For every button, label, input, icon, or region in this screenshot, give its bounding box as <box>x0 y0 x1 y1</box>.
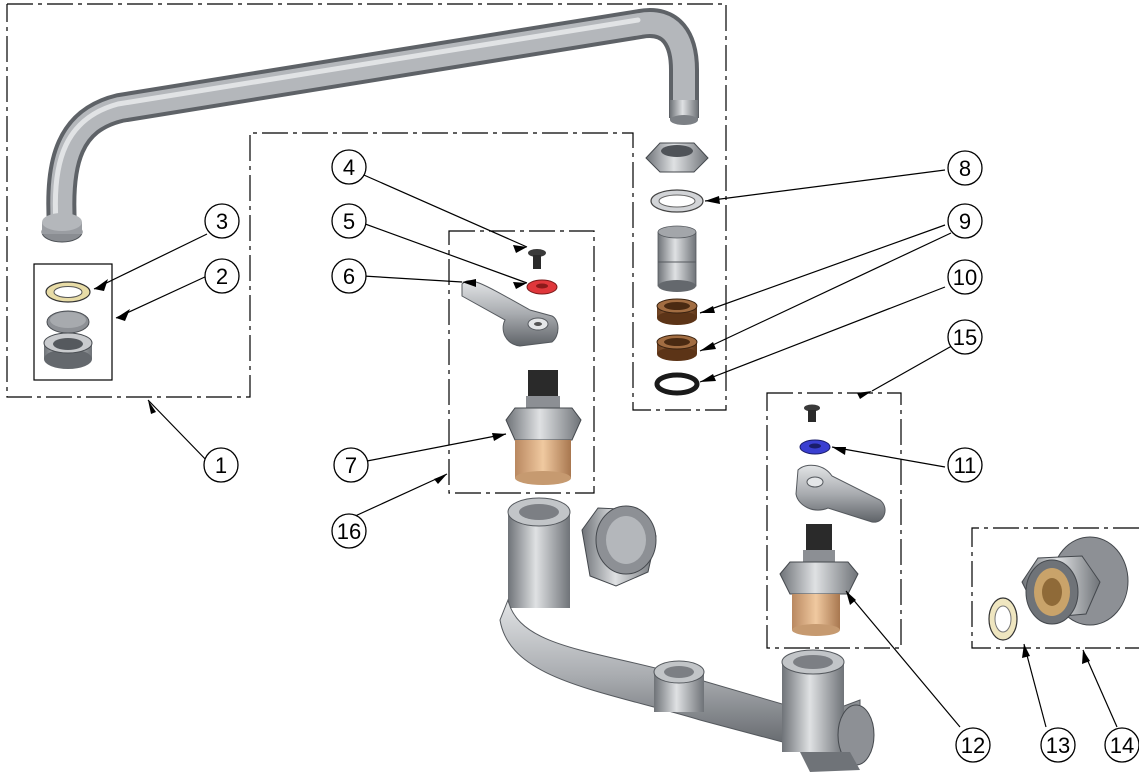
faucet-body <box>499 497 875 772</box>
callout-circle <box>947 259 983 295</box>
callout-circle <box>947 150 983 186</box>
callout-8: 8 <box>947 150 983 186</box>
callout-circle <box>204 203 240 239</box>
callout-circle <box>331 258 367 294</box>
callout-label: 2 <box>216 264 228 289</box>
callout-circle <box>331 149 367 185</box>
right-handle-assembly <box>779 404 886 636</box>
callout-9: 9 <box>947 203 983 239</box>
callout-circle <box>1104 727 1139 763</box>
callout-label: 3 <box>216 209 228 234</box>
callout-7: 7 <box>333 447 369 483</box>
callout-4: 4 <box>331 149 367 185</box>
callout-circle <box>947 319 983 355</box>
callout-1: 1 <box>203 447 239 483</box>
group-box-2 <box>33 263 113 381</box>
callout-label: 10 <box>953 265 977 290</box>
group-box-14 <box>971 527 1139 649</box>
spout <box>41 8 699 243</box>
callout-label: 1 <box>215 453 227 478</box>
callout-label: 13 <box>1046 733 1070 758</box>
callout-label: 8 <box>959 156 971 181</box>
callout-circle <box>333 447 369 483</box>
callout-6: 6 <box>331 258 367 294</box>
leader-lines <box>93 169 1118 728</box>
callout-circle <box>955 727 991 763</box>
callout-label: 14 <box>1110 733 1134 758</box>
callout-15: 15 <box>947 319 983 355</box>
callout-5: 5 <box>331 203 367 239</box>
callout-circle <box>204 258 240 294</box>
group-box-16 <box>448 230 595 494</box>
callout-label: 16 <box>337 519 361 544</box>
group-box-1 <box>6 3 727 411</box>
supply-fitting <box>988 536 1129 641</box>
callout-14: 14 <box>1104 727 1139 763</box>
callout-label: 6 <box>343 264 355 289</box>
arrowheads <box>94 196 1090 664</box>
left-handle-assembly <box>461 249 582 485</box>
callout-label: 9 <box>959 209 971 234</box>
callout-10: 10 <box>947 259 983 295</box>
callout-label: 11 <box>954 453 977 478</box>
callout-label: 4 <box>343 155 355 180</box>
group-box-15 <box>766 392 902 649</box>
callout-circle <box>331 203 367 239</box>
callout-circle <box>203 447 239 483</box>
callout-label: 15 <box>953 325 977 350</box>
callout-circle <box>331 513 367 549</box>
callout-circle <box>947 203 983 239</box>
swivel-stack <box>645 142 709 396</box>
aerator-parts <box>43 281 93 369</box>
callout-label: 7 <box>345 453 357 478</box>
callout-label: 12 <box>961 733 985 758</box>
callout-circle <box>947 447 983 483</box>
callout-11: 11 <box>947 447 983 483</box>
callout-2: 2 <box>204 258 240 294</box>
callout-12: 12 <box>955 727 991 763</box>
callout-label: 5 <box>343 209 355 234</box>
callout-13: 13 <box>1040 727 1076 763</box>
callout-circle <box>1040 727 1076 763</box>
callout-3: 3 <box>204 203 240 239</box>
callout-16: 16 <box>331 513 367 549</box>
